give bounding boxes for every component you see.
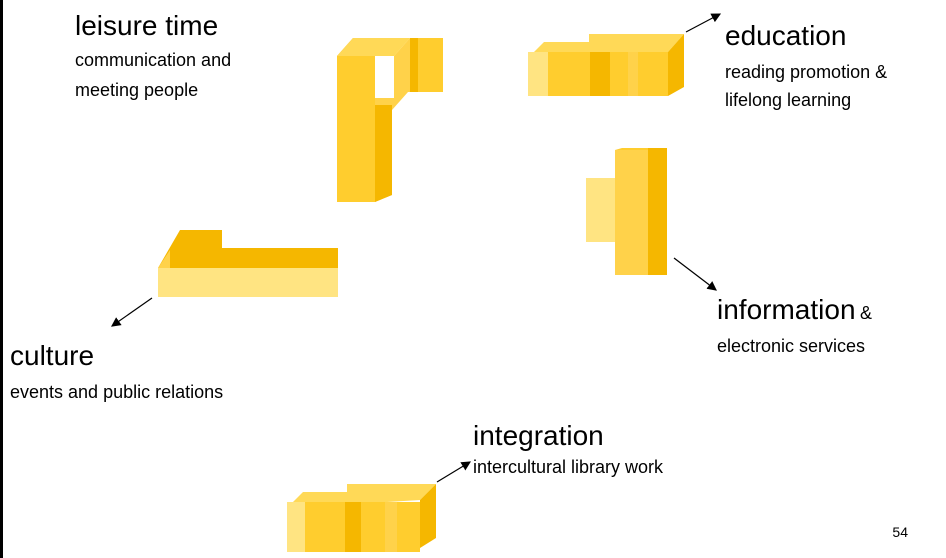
information-arrow: [673, 257, 717, 291]
integration-block: [287, 484, 436, 552]
education-desc-line1: reading promotion &: [725, 62, 888, 82]
education-title: education: [725, 20, 847, 51]
information-title: information: [717, 294, 856, 325]
leisure-desc-line1: communication and: [75, 50, 232, 70]
information-ampersand: &: [859, 303, 872, 323]
integration-title: integration: [473, 420, 604, 451]
leisure-block: [337, 38, 443, 202]
education-block: [528, 34, 684, 96]
education-desc-line2: lifelong learning: [725, 90, 852, 110]
culture-title: culture: [10, 340, 95, 371]
culture-desc: events and public relations: [10, 382, 224, 402]
culture-block: [158, 230, 338, 297]
slide-left-border: [0, 0, 3, 558]
integration-arrow: [436, 461, 472, 483]
information-block: [586, 148, 667, 275]
information-desc: electronic services: [717, 336, 866, 356]
leisure-title: leisure time: [75, 10, 219, 41]
culture-arrow: [111, 297, 153, 327]
information-heading: information &: [717, 296, 872, 324]
education-arrow: [685, 13, 722, 33]
page-number: 54: [892, 524, 908, 540]
integration-desc: intercultural library work: [473, 457, 664, 477]
leisure-desc-line2: meeting people: [75, 80, 199, 100]
